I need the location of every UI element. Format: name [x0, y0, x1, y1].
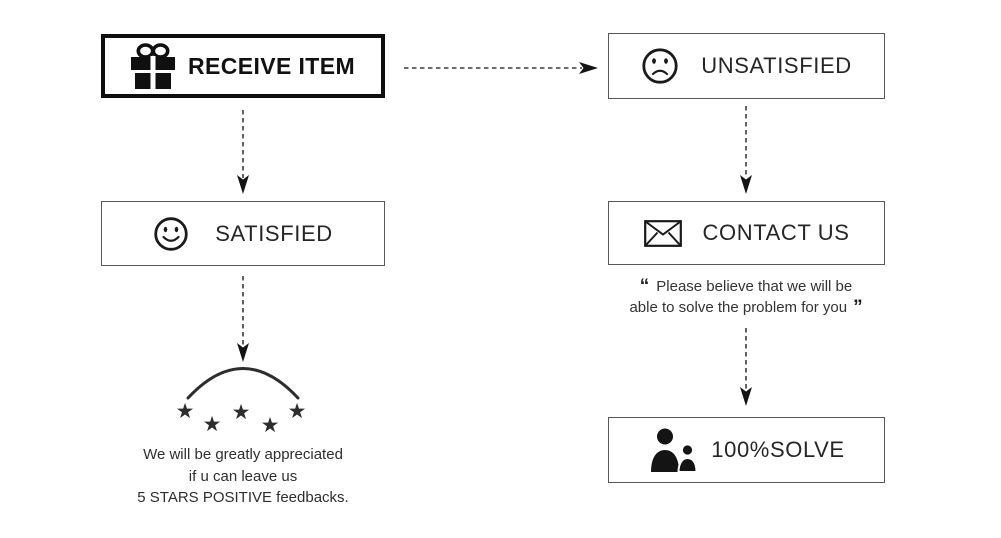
receive-item-box: RECEIVE ITEM: [101, 34, 385, 98]
arrow-satisfied-to-stars: [237, 276, 249, 362]
contact-us-label: CONTACT US: [702, 220, 850, 245]
unsatisfied-label: UNSATISFIED: [701, 53, 852, 78]
appreciation-text: We will be greatly appreciated if u can …: [93, 444, 393, 509]
star-icon: ★: [287, 399, 307, 423]
star-icon: ★: [260, 413, 280, 437]
arrow-quote-to-solve: [740, 328, 752, 406]
quote-text: “Please believe that we will be able to …: [600, 276, 892, 318]
contact-us-box: CONTACT US: [608, 201, 885, 265]
arrow-receive-to-satisfied: [237, 110, 249, 194]
unsatisfied-box: UNSATISFIED: [608, 33, 885, 99]
sad-face-icon: [641, 47, 679, 85]
open-quote-mark: “: [639, 276, 650, 297]
appreciation-line-3: 5 STARS POSITIVE feedbacks.: [137, 489, 349, 506]
smiley-face-icon: [153, 216, 189, 252]
receive-item-label: RECEIVE ITEM: [187, 52, 356, 79]
star-icon: ★: [202, 412, 222, 436]
solve-box: 100%SOLVE: [608, 417, 885, 483]
satisfied-box: SATISFIED: [101, 201, 385, 266]
solve-label: 100%SOLVE: [711, 437, 845, 462]
arrow-unsatisfied-to-contact: [740, 106, 752, 194]
arrow-receive-to-unsatisfied: [404, 62, 598, 74]
quote-line-2: able to solve the problem for you”: [629, 297, 863, 318]
star-icon: ★: [175, 399, 195, 423]
stars-arc: [186, 367, 300, 400]
envelope-icon: [643, 219, 682, 247]
people-icon: [648, 427, 702, 473]
gift-icon: [130, 43, 175, 89]
appreciation-line-1: We will be greatly appreciated: [143, 446, 343, 463]
appreciation-line-2: if u can leave us: [188, 467, 298, 485]
star-icon: ★: [231, 400, 251, 424]
satisfied-label: SATISFIED: [215, 220, 333, 246]
quote-line-1: “Please believe that we will be: [639, 276, 853, 297]
close-quote-mark: ”: [853, 297, 863, 318]
